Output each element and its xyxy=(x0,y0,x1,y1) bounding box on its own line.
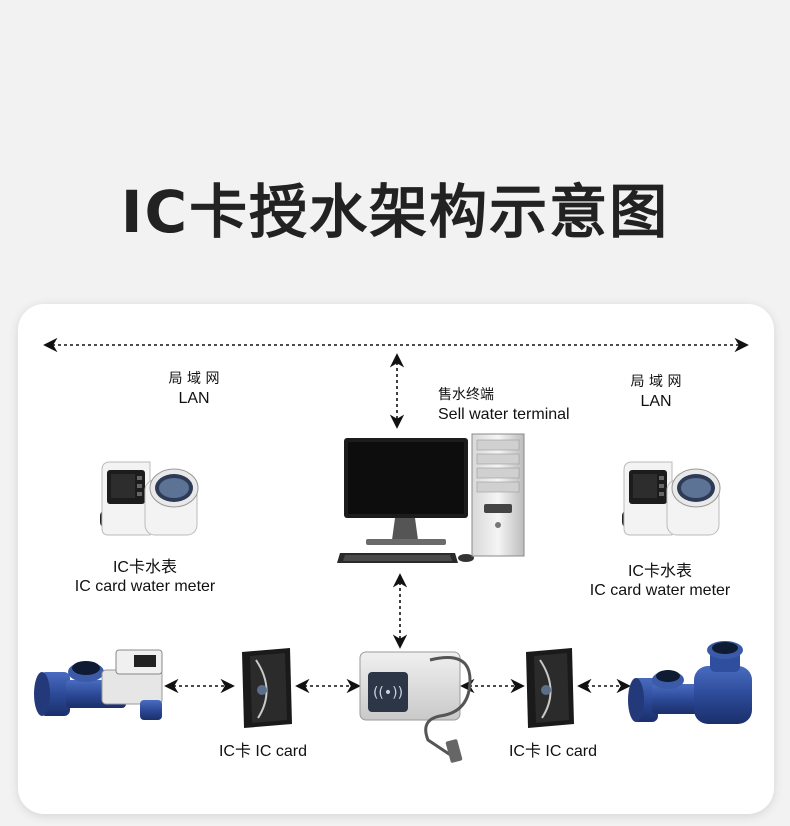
meter-label-right-en: IC card water meter xyxy=(575,581,745,600)
card-label-right-text: IC卡 IC card xyxy=(488,742,618,761)
terminal-label-en: Sell water terminal xyxy=(438,405,588,424)
lan-label-right-cn: 局 域 网 xyxy=(614,373,698,392)
lan-label-left-en: LAN xyxy=(152,389,236,408)
card-reader-icon: ((•)) xyxy=(360,652,470,763)
card-label-left-text: IC卡 IC card xyxy=(198,742,328,761)
pipe-water-meter-icon-left xyxy=(34,650,162,720)
svg-text:((•)): ((•)) xyxy=(373,685,403,701)
card-label-left: IC卡 IC card xyxy=(198,742,328,761)
ic-card-water-meter-icon-right xyxy=(622,462,720,535)
meter-label-right: IC卡水表 IC card water meter xyxy=(575,562,745,600)
ic-card-icon-right xyxy=(526,648,574,728)
meter-label-left-en: IC card water meter xyxy=(60,577,230,596)
meter-label-left: IC卡水表 IC card water meter xyxy=(60,558,230,596)
card-label-right: IC卡 IC card xyxy=(488,742,618,761)
computer-icon xyxy=(337,434,524,563)
terminal-label-cn: 售水终端 xyxy=(438,386,588,405)
lan-label-right: 局 域 网 LAN xyxy=(614,373,698,411)
pipe-water-meter-icon-right xyxy=(628,641,752,724)
terminal-label: 售水终端 Sell water terminal xyxy=(438,386,588,424)
lan-label-left-cn: 局 域 网 xyxy=(152,370,236,389)
meter-label-left-cn: IC卡水表 xyxy=(60,558,230,577)
ic-card-icon-left xyxy=(242,648,292,728)
lan-label-left: 局 域 网 LAN xyxy=(152,370,236,408)
meter-label-right-cn: IC卡水表 xyxy=(575,562,745,581)
lan-label-right-en: LAN xyxy=(614,392,698,411)
ic-card-water-meter-icon-left xyxy=(100,462,198,535)
